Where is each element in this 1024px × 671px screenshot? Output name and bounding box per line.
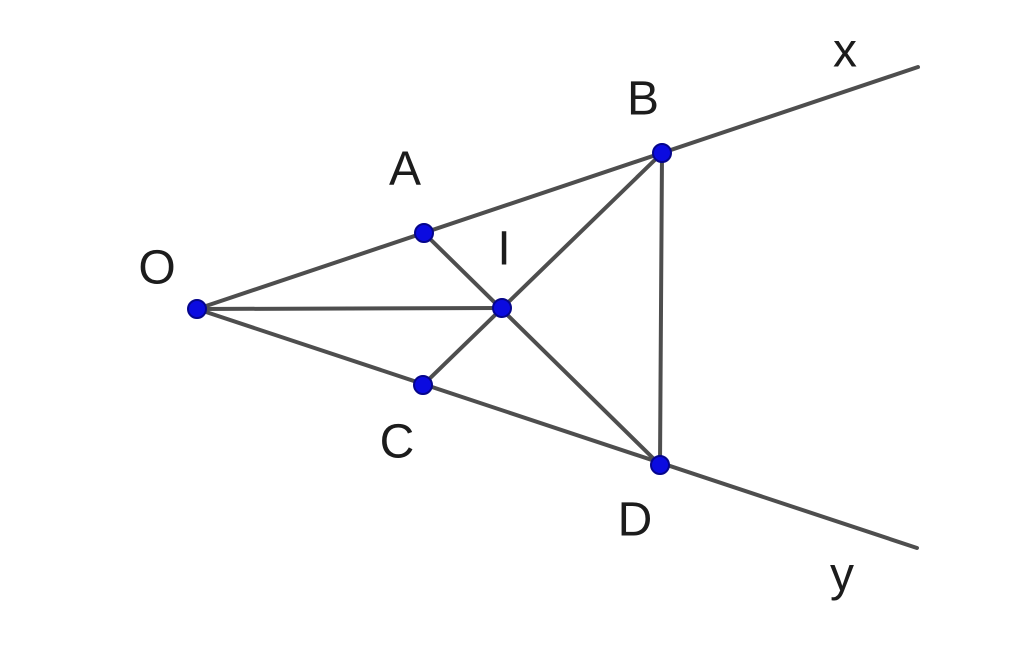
point-D xyxy=(650,455,670,475)
segment-BD xyxy=(658,151,664,467)
point-B xyxy=(652,143,672,163)
ray-Ox xyxy=(195,65,920,311)
segment-OI xyxy=(195,306,504,311)
segment-AD xyxy=(422,231,662,467)
point-A xyxy=(414,223,434,243)
point-C xyxy=(413,375,433,395)
label-B: B xyxy=(627,73,659,126)
ray-Oy xyxy=(195,307,919,550)
point-O xyxy=(187,299,207,319)
label-A: A xyxy=(389,143,421,196)
label-C: C xyxy=(380,416,415,469)
label-y: y xyxy=(830,549,854,602)
segment-CB xyxy=(421,151,664,387)
label-O: O xyxy=(138,242,175,295)
point-I xyxy=(492,298,512,318)
label-D: D xyxy=(618,494,653,547)
label-x: x xyxy=(833,25,857,78)
label-I: I xyxy=(497,223,510,276)
